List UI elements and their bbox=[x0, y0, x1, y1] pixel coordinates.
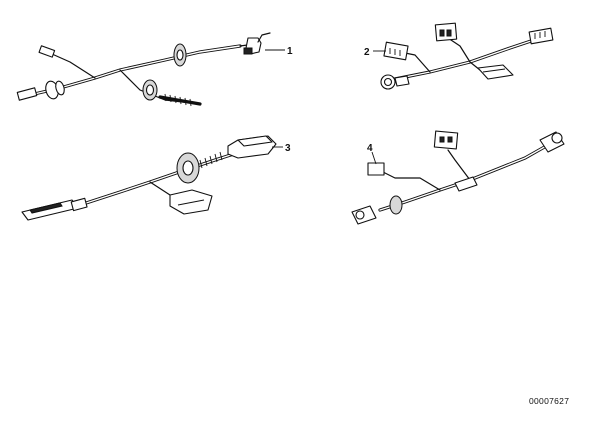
harness-1 bbox=[16, 32, 271, 107]
harness-3 bbox=[21, 135, 277, 221]
callout-1: 1 bbox=[287, 46, 293, 57]
callout-4: 4 bbox=[367, 143, 373, 154]
harness-2 bbox=[380, 22, 554, 90]
callout-3: 3 bbox=[285, 143, 291, 154]
harness-4 bbox=[351, 130, 565, 225]
document-number: 00007627 bbox=[529, 396, 569, 406]
callout-4-leader bbox=[371, 151, 377, 165]
callout-2: 2 bbox=[364, 47, 370, 58]
